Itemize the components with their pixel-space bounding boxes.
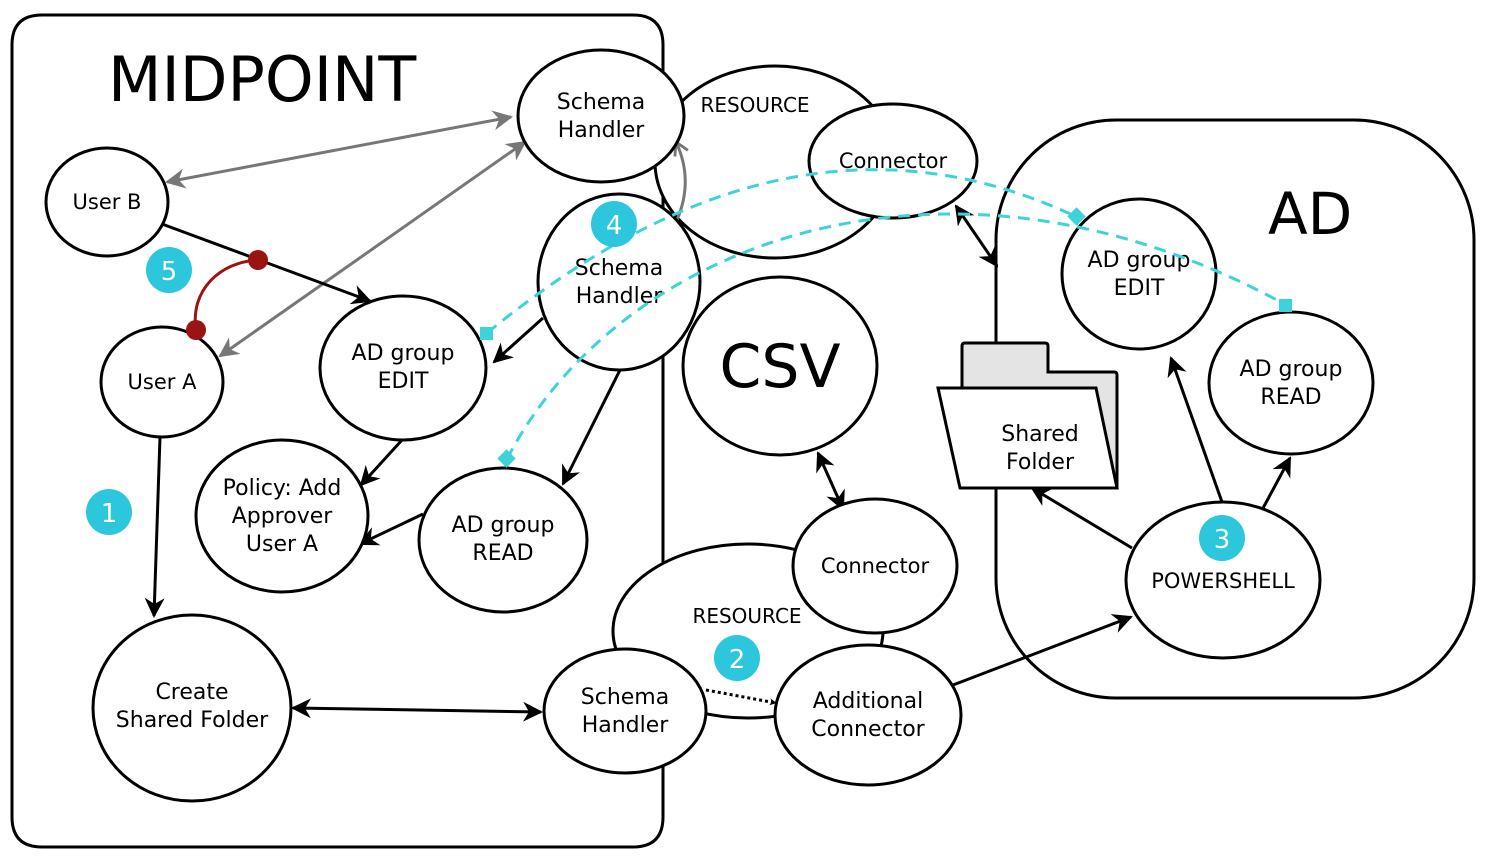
- edge-ad-read-policy: [358, 512, 424, 546]
- svg-text:3: 3: [1214, 525, 1231, 555]
- svg-text:Schema: Schema: [581, 685, 669, 710]
- svg-text:User B: User B: [73, 190, 142, 214]
- edge-schema-mid-ad-edit: [492, 316, 545, 364]
- svg-text:Connector: Connector: [811, 717, 925, 742]
- svg-text:Handler: Handler: [558, 118, 646, 143]
- svg-text:AD group: AD group: [1240, 357, 1343, 382]
- step-badge-3: 3: [1199, 515, 1245, 561]
- edge-connector-ad: [954, 204, 999, 268]
- csv-node: [681, 275, 879, 457]
- edge-csv-connector: [816, 451, 845, 511]
- svg-text:Approver: Approver: [232, 504, 334, 529]
- node-user-b: User B: [44, 146, 170, 258]
- step-badge-2: 2: [714, 635, 760, 681]
- step-badge-4: 4: [591, 201, 637, 247]
- node-user-a: User A: [99, 325, 225, 439]
- node-ad-group-edit-midpoint: AD group EDIT: [318, 294, 488, 442]
- ad-title: AD: [1268, 180, 1352, 248]
- step-badge-1: 1: [86, 489, 132, 535]
- edge-powershell-folder: [1030, 486, 1133, 550]
- edge-schema-mid-ad-read: [561, 369, 622, 486]
- node-additional-connector: Additional Connector: [773, 643, 963, 787]
- svg-text:AD group: AD group: [1088, 248, 1191, 273]
- node-schema-handler-top: Schema Handler: [516, 48, 686, 184]
- svg-text:EDIT: EDIT: [1114, 276, 1165, 301]
- shared-folder-icon: Shared Folder: [936, 341, 1119, 490]
- edge-create-folder-schema-bottom: [291, 698, 543, 722]
- edge-additional-powershell: [952, 614, 1133, 687]
- node-ad-group-read-midpoint: AD group READ: [417, 466, 589, 614]
- svg-text:AD group: AD group: [452, 513, 555, 538]
- svg-text:AD group: AD group: [352, 341, 455, 366]
- edge-ad-edit-policy: [359, 438, 404, 487]
- svg-text:Shared Folder: Shared Folder: [116, 708, 269, 733]
- svg-text:EDIT: EDIT: [378, 369, 429, 394]
- approval-link: [186, 250, 268, 340]
- node-ad-group-read-ad: AD group READ: [1207, 310, 1375, 456]
- svg-text:Create: Create: [155, 680, 228, 705]
- svg-text:Schema: Schema: [557, 90, 645, 115]
- node-ad-group-edit-ad: AD group EDIT: [1060, 197, 1218, 351]
- edge-powershell-ad-read: [1260, 456, 1292, 511]
- csv-title: CSV: [719, 332, 840, 402]
- svg-text:Additional: Additional: [813, 689, 923, 714]
- svg-text:5: 5: [161, 257, 178, 287]
- svg-text:Shared: Shared: [1001, 422, 1078, 447]
- svg-text:User A: User A: [128, 370, 198, 394]
- svg-text:Handler: Handler: [576, 284, 664, 309]
- node-create-shared-folder: Create Shared Folder: [91, 613, 293, 803]
- edge-user-a-create-folder: [144, 436, 165, 618]
- svg-text:POWERSHELL: POWERSHELL: [1151, 569, 1295, 593]
- svg-text:4: 4: [606, 211, 623, 241]
- node-connector-bottom: Connector: [791, 497, 959, 635]
- edge-powershell-ad-edit: [1167, 356, 1224, 503]
- svg-text:READ: READ: [472, 541, 533, 566]
- svg-text:Folder: Folder: [1006, 450, 1075, 475]
- svg-text:2: 2: [729, 645, 746, 675]
- svg-text:Handler: Handler: [582, 713, 670, 738]
- node-schema-handler-bottom: Schema Handler: [542, 647, 708, 775]
- midpoint-title: MIDPOINT: [108, 43, 417, 116]
- edge-schema-user-b: [165, 110, 513, 189]
- svg-text:User A: User A: [246, 532, 318, 557]
- svg-text:READ: READ: [1260, 385, 1321, 410]
- svg-text:Policy: Add: Policy: Add: [223, 476, 342, 501]
- svg-text:1: 1: [101, 499, 118, 529]
- edge-schema-user-a: [218, 140, 527, 358]
- resource-bottom-label: RESOURCE: [692, 604, 801, 628]
- midpoint-region: [10, 13, 665, 849]
- cyan-links: [480, 168, 1292, 468]
- node-connector-top: Connector: [807, 102, 979, 220]
- node-powershell: POWERSHELL: [1124, 500, 1322, 660]
- svg-text:Connector: Connector: [821, 554, 930, 578]
- step-badge-5: 5: [146, 247, 192, 293]
- resource-top-label: RESOURCE: [700, 93, 809, 117]
- node-policy: Policy: Add Approver User A: [194, 438, 370, 594]
